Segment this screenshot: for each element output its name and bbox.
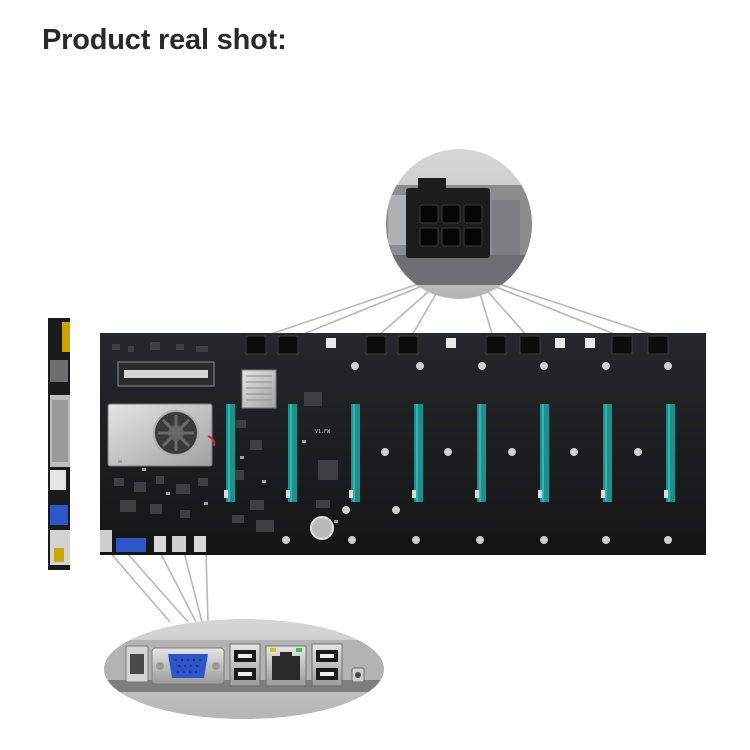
board-side-view [48, 318, 70, 570]
pcie-slot [540, 404, 549, 502]
pcie-slot [351, 404, 360, 502]
callout-lines-top [261, 279, 661, 338]
io-panel-callout [104, 619, 384, 719]
page-heading: Product real shot: [42, 24, 287, 56]
pcie-slots [226, 404, 675, 502]
pcie-slot [288, 404, 297, 502]
pcie-slot [414, 404, 423, 502]
motherboard: V1.FW [100, 333, 706, 555]
power-connector-callout [386, 149, 532, 299]
pcie-power-connectors [245, 335, 669, 355]
pcie-slot [603, 404, 612, 502]
pcie-slot [666, 404, 675, 502]
rear-io-board [100, 530, 206, 552]
cmos-battery [310, 516, 334, 540]
callout-lines-bottom [107, 549, 209, 623]
ethernet-port [265, 645, 307, 687]
chipset-heatsink [241, 369, 277, 409]
svg-text:V1.FW: V1.FW [315, 429, 331, 435]
usb-ports-right [311, 643, 343, 687]
pcie-slot [226, 404, 235, 502]
usb-ports-left [229, 643, 261, 687]
cpu-heatsink [107, 403, 216, 467]
pcie-slot [477, 404, 486, 502]
